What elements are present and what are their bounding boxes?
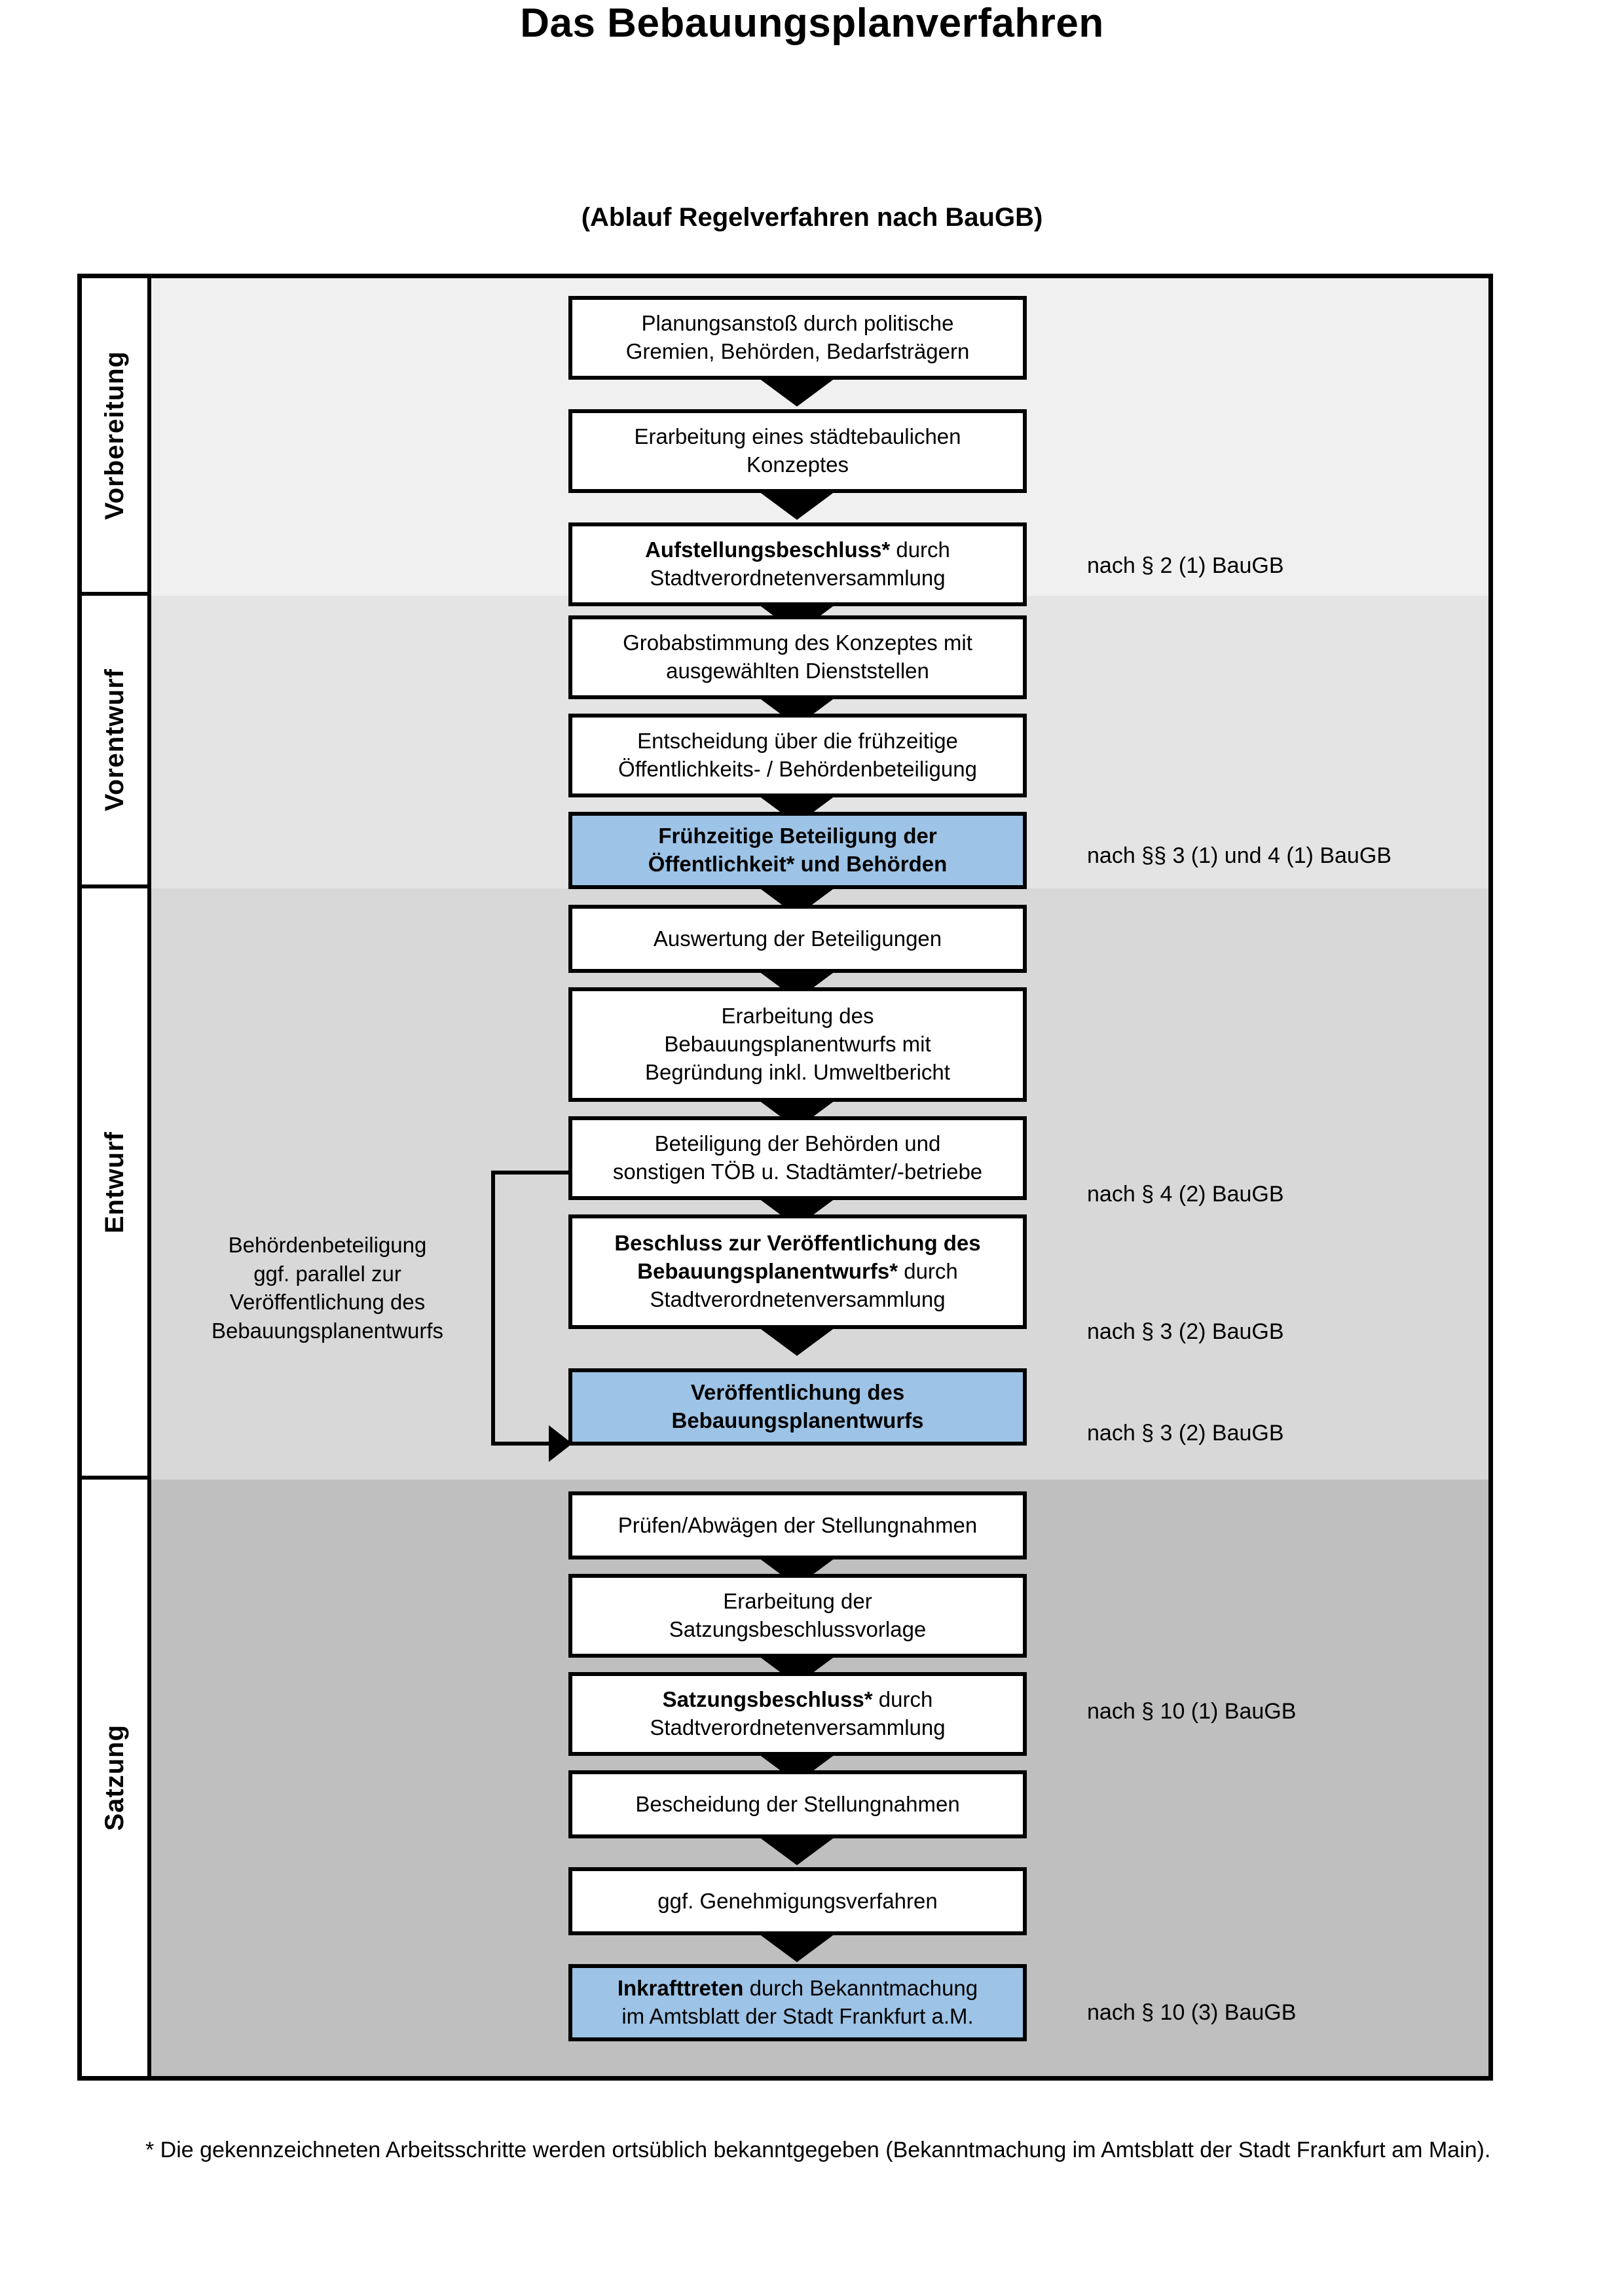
legal-reference-4: nach § 3 (2) BauGB — [1087, 1319, 1284, 1344]
page-title: Das Bebauungsplanverfahren — [520, 1, 1104, 46]
flow-node-aufstellungsbeschluss[interactable]: Aufstellungsbeschluss* durch Stadtverord… — [568, 522, 1027, 606]
flow-node-beschluss-veroeffentlichung[interactable]: Beschluss zur Veröffentlichung des Bebau… — [568, 1214, 1027, 1329]
node-line: Bescheidung der Stellungnahmen — [635, 1791, 960, 1816]
flow-arrow-icon — [756, 1835, 838, 1865]
flow-node-auswertung-beteiligungen[interactable]: Auswertung der Beteiligungen — [568, 905, 1027, 973]
side-note-line: Behördenbeteiligung — [228, 1233, 427, 1257]
phase-label-entwurf: Entwurf — [82, 888, 147, 1480]
entwurf-side-note: Behördenbeteiligung ggf. parallel zur Ve… — [190, 1231, 465, 1345]
node-line-bold: Bebauungsplanentwurfs* — [637, 1259, 898, 1284]
flow-node-inkrafttreten[interactable]: Inkrafttreten durch Bekanntmachung im Am… — [568, 1964, 1027, 2041]
node-line: sonstigen TÖB u. Stadtämter/-betriebe — [612, 1159, 983, 1184]
node-line-bold: Inkrafttreten — [617, 1976, 744, 2001]
node-line: Erarbeitung der — [723, 1589, 872, 1614]
side-note-line: Veröffentlichung des — [229, 1290, 426, 1315]
bypass-connector-vertical — [491, 1171, 495, 1446]
legal-reference-1: nach § 2 (1) BauGB — [1087, 553, 1284, 578]
phase-label-satzung: Satzung — [82, 1480, 147, 2076]
flow-arrow-icon — [756, 490, 838, 520]
node-line: ausgewählten Dienststellen — [666, 659, 929, 683]
node-line-bold: Satzungsbeschluss* — [662, 1687, 873, 1712]
flow-node-veroeffentlichung-entwurf[interactable]: Veröffentlichung des Bebauungsplanentwur… — [568, 1368, 1027, 1446]
flow-arrow-icon — [756, 1326, 838, 1356]
node-line: Öffentlichkeits- / Behördenbeteiligung — [618, 757, 977, 781]
node-line: Erarbeitung des — [721, 1004, 874, 1029]
node-line: durch Bekanntmachung — [743, 1976, 978, 2001]
node-line-bold: Aufstellungsbeschluss* — [645, 538, 891, 562]
flow-arrow-icon — [756, 376, 838, 407]
node-line: Erarbeitung eines städtebaulichen — [634, 424, 961, 449]
node-line: Grobabstimmung des Konzeptes mit — [623, 630, 972, 655]
node-line: Auswertung der Beteiligungen — [653, 926, 942, 951]
node-line: Stadtverordnetenversammlung — [650, 1286, 946, 1311]
side-note-line: ggf. parallel zur — [253, 1261, 401, 1286]
diagram-frame — [77, 274, 1493, 2081]
node-line: Satzungsbeschlussvorlage — [669, 1617, 927, 1641]
node-line: durch — [872, 1687, 933, 1712]
phase-label-vorentwurf: Vorentwurf — [82, 596, 147, 888]
footnote: * Die gekennzeichneten Arbeitsschritte w… — [145, 2138, 1491, 2162]
legal-reference-2: nach §§ 3 (1) und 4 (1) BauGB — [1087, 843, 1392, 868]
legal-reference-6: nach § 10 (1) BauGB — [1087, 1699, 1297, 1724]
node-line: durch — [890, 538, 950, 562]
flow-node-fruehzeitige-beteiligung[interactable]: Frühzeitige Beteiligung der Öffentlichke… — [568, 812, 1027, 889]
phase-label-vorbereitung: Vorbereitung — [82, 278, 147, 596]
legal-reference-3: nach § 4 (2) BauGB — [1087, 1182, 1284, 1207]
flow-node-satzungsbeschluss[interactable]: Satzungsbeschluss* durch Stadtverordnete… — [568, 1672, 1027, 1756]
flow-node-staedtebauliches-konzept[interactable]: Erarbeitung eines städtebaulichen Konzep… — [568, 409, 1027, 493]
bypass-connector-top-segment — [491, 1171, 568, 1175]
node-line: Entscheidung über die frühzeitige — [637, 729, 958, 754]
page-subtitle: (Ablauf Regelverfahren nach BauGB) — [581, 203, 1043, 232]
node-line-bold: Veröffentlichung des — [690, 1380, 905, 1405]
node-line: Konzeptes — [747, 452, 849, 477]
phase-column-divider — [147, 274, 151, 2081]
flow-node-entscheidung-fruehzeitige-beteiligung[interactable]: Entscheidung über die frühzeitige Öffent… — [568, 714, 1027, 797]
node-line: durch — [898, 1259, 958, 1284]
node-line: Begründung inkl. Umweltbericht — [645, 1059, 950, 1084]
node-line-bold: Bebauungsplanentwurfs — [671, 1408, 924, 1432]
node-line-bold: Beschluss zur Veröffentlichung des — [614, 1231, 981, 1256]
legal-reference-7: nach § 10 (3) BauGB — [1087, 2000, 1297, 2025]
side-note-line: Bebauungsplanentwurfs — [211, 1318, 444, 1343]
node-line: Bebauungsplanentwurfs mit — [664, 1032, 931, 1057]
node-line: im Amtsblatt der Stadt Frankfurt a.M. — [621, 2004, 974, 2028]
bypass-connector-bottom-segment — [491, 1442, 551, 1446]
node-line: Stadtverordnetenversammlung — [650, 566, 946, 590]
flow-node-erarbeitung-entwurf[interactable]: Erarbeitung des Bebauungsplanentwurfs mi… — [568, 987, 1027, 1102]
node-line-bold: Öffentlichkeit* und Behörden — [648, 852, 948, 876]
node-line: Beteiligung der Behörden und — [654, 1131, 941, 1156]
node-line: ggf. Genehmigungsverfahren — [657, 1888, 938, 1913]
flow-arrow-icon — [756, 1932, 838, 1962]
flow-node-grobabstimmung[interactable]: Grobabstimmung des Konzeptes mit ausgewä… — [568, 615, 1027, 699]
node-line: Stadtverordnetenversammlung — [650, 1715, 946, 1740]
legal-reference-5: nach § 3 (2) BauGB — [1087, 1421, 1284, 1446]
node-line: Planungsanstoß durch politische — [641, 311, 954, 336]
node-line: Prüfen/Abwägen der Stellungnahmen — [618, 1512, 978, 1537]
node-line: Gremien, Behörden, Bedarfsträgern — [625, 339, 970, 363]
flow-node-erarbeitung-satzungsvorlage[interactable]: Erarbeitung der Satzungsbeschlussvorlage — [568, 1574, 1027, 1658]
node-line-bold: Frühzeitige Beteiligung der — [658, 824, 937, 848]
